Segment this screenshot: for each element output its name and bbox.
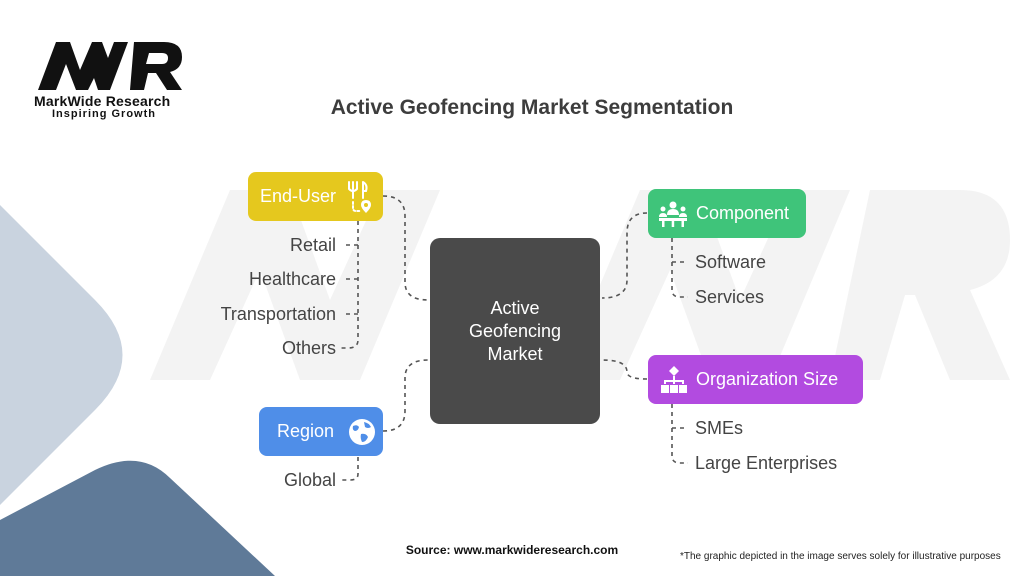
connectors (340, 195, 688, 481)
source-text: Source: www.markwideresearch.com (0, 543, 1024, 557)
decor-shape-upper (0, 205, 123, 505)
logo-mark (38, 42, 182, 90)
organization-size-item: Large Enterprises (695, 453, 838, 473)
bracket-region (342, 457, 359, 481)
segment-region: Region (259, 407, 383, 456)
connector-organization-size (601, 359, 648, 380)
bracket-organization-size (671, 404, 688, 464)
center-line-2: Geofencing (468, 320, 562, 341)
segment-region-label: Region (277, 421, 335, 441)
segment-end-user-label: End-User (260, 186, 337, 206)
connector-component (601, 212, 648, 299)
segment-organization-size: Organization Size (648, 355, 863, 404)
utensils-location-icon (346, 180, 372, 214)
source-label: Source: www.markwideresearch.com (405, 543, 619, 557)
center-line-3: Market (487, 343, 543, 364)
connector-region (382, 359, 429, 432)
globe-icon (347, 417, 377, 447)
region-item: Global (283, 470, 336, 490)
segment-organization-size-label: Organization Size (696, 369, 839, 389)
center-node: Active Geofencing Market (430, 238, 600, 424)
segment-component-label: Component (696, 203, 790, 223)
hierarchy-icon (660, 365, 688, 395)
segment-end-user: End-User (248, 172, 383, 221)
disclaimer-note: *The graphic depicted in the image serve… (680, 551, 1001, 562)
bracket-component (671, 238, 688, 298)
end-user-item: Retail (289, 235, 336, 255)
end-user-item: Others (281, 338, 336, 358)
people-table-icon (658, 200, 688, 228)
end-user-item: Transportation (220, 304, 336, 324)
connector-end-user (382, 195, 429, 301)
component-item: Software (695, 252, 767, 272)
segment-component: Component (648, 189, 806, 238)
brand-tagline: Inspiring Growth (52, 108, 156, 120)
page-title: Active Geofencing Market Segmentation (330, 96, 734, 119)
end-user-item: Healthcare (248, 269, 336, 289)
component-item: Services (695, 287, 765, 307)
brand-name: MarkWide Research (34, 93, 171, 109)
center-line-1: Active (490, 297, 540, 318)
organization-size-item: SMEs (695, 418, 744, 438)
decor-shape-lower (0, 460, 275, 576)
